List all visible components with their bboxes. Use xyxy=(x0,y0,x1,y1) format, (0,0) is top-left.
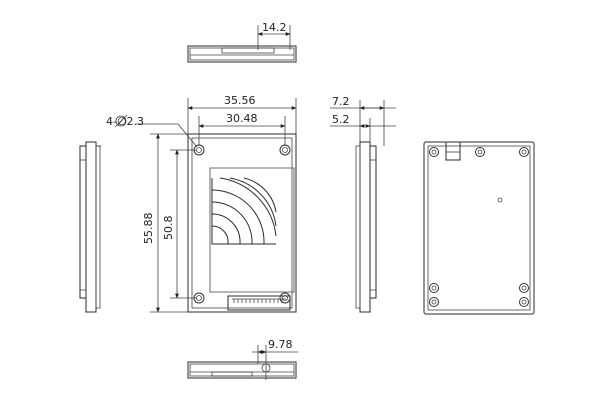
dim-top-width-label: 14.2 xyxy=(262,21,287,34)
bottom-edge-view xyxy=(187,345,298,380)
dim-side-body-label: 5.2 xyxy=(332,113,350,126)
dim-hole-spacing-label: 30.48 xyxy=(226,112,258,125)
back-view xyxy=(423,141,535,315)
mounting-hole-icon xyxy=(519,297,529,307)
edge-connector xyxy=(227,295,291,311)
top-edge-view xyxy=(187,25,297,63)
wireless-arcs-icon xyxy=(211,177,277,245)
dim-side-total-label: 7.2 xyxy=(332,95,350,108)
mounting-hole-icon xyxy=(279,292,291,304)
mounting-hole-icon xyxy=(519,283,529,293)
mounting-hole-icon xyxy=(429,147,439,157)
dim-hole-height-label: 50.8 xyxy=(162,216,175,241)
mounting-hole-icon xyxy=(519,147,529,157)
mounting-hole-icon xyxy=(429,297,439,307)
mounting-hole-icon xyxy=(279,144,291,156)
mounting-hole-icon xyxy=(475,147,485,157)
right-side-view xyxy=(330,100,396,313)
mounting-hole-icon xyxy=(429,283,439,293)
dim-bottom-offset-label: 9.78 xyxy=(268,338,293,351)
dim-hole-callout-label: 4-∅2.3 xyxy=(106,115,144,128)
left-side-view xyxy=(79,141,101,313)
front-view xyxy=(114,98,297,313)
dim-overall-height-label: 55.88 xyxy=(142,213,155,245)
dim-overall-width-label: 35.56 xyxy=(224,94,256,107)
